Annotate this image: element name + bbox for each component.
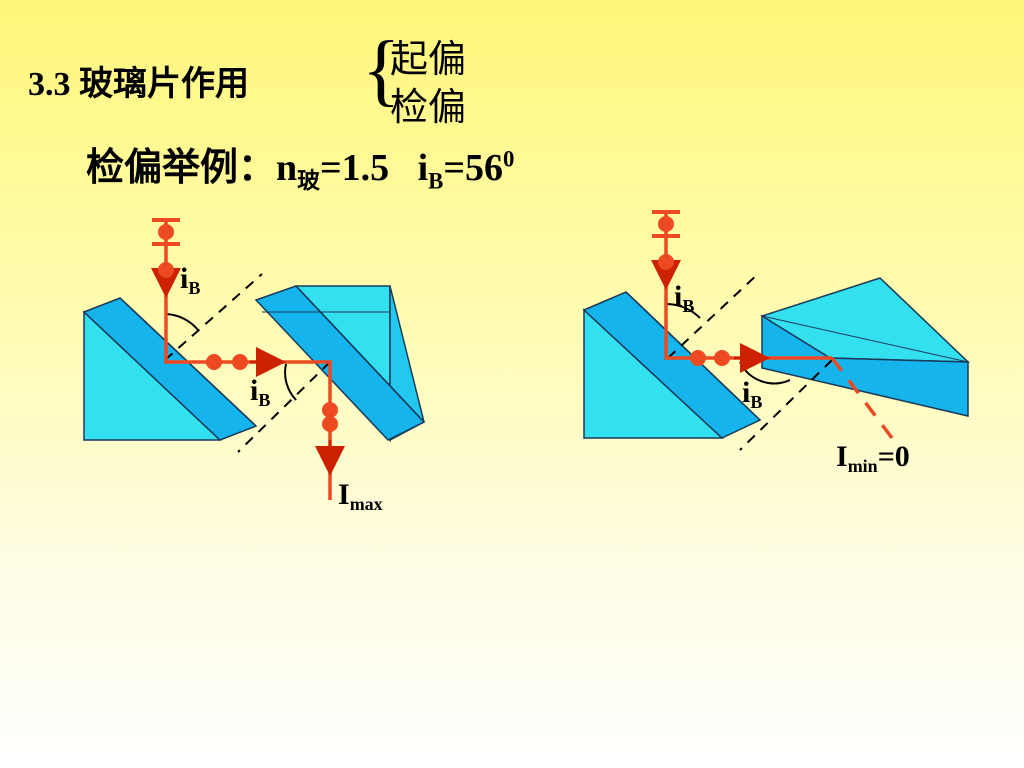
left-output-label: Imax xyxy=(338,478,383,514)
example-line: 检偏举例：n玻=1.5 iB=560 xyxy=(86,136,514,196)
ib-superscript: 0 xyxy=(503,146,515,172)
left-normal-top xyxy=(164,273,263,361)
left-angle-label-bottom: iB xyxy=(250,374,271,410)
right-polarizer-glass xyxy=(582,291,762,439)
section-number: 3.3 xyxy=(28,66,71,103)
right-polarization-marks xyxy=(652,210,730,366)
left-polarization-marks xyxy=(152,218,338,432)
left-diagram xyxy=(82,218,426,500)
left-angle-arc-bottom xyxy=(284,363,297,401)
section-title-text: 玻璃片作用 xyxy=(79,66,249,103)
right-normal-bottom xyxy=(739,359,833,451)
option-analyze: 检偏 xyxy=(390,87,467,129)
example-label: 检偏举例： xyxy=(86,147,277,189)
left-angle-arc-top xyxy=(165,313,199,331)
left-angle-label-top: iB xyxy=(180,262,201,298)
ib-symbol: i xyxy=(417,147,429,189)
ib-value: =56 xyxy=(443,147,504,189)
ib-subscript: B xyxy=(428,168,444,194)
left-analyzer-glass xyxy=(254,285,426,443)
left-normal-bottom xyxy=(237,361,331,453)
left-polarizer-glass xyxy=(82,297,258,441)
right-normal-top xyxy=(667,271,761,359)
option-polarize: 起偏 xyxy=(390,39,467,81)
n-value: =1.5 xyxy=(319,147,390,189)
right-angle-label-bottom: iB xyxy=(742,376,763,412)
right-analyzer-glass xyxy=(760,277,970,417)
options-brace: { xyxy=(362,26,401,114)
n-subscript: 玻 xyxy=(297,168,320,194)
right-angle-arc-top xyxy=(665,302,701,319)
section-title: 3.3 玻璃片作用 xyxy=(28,56,249,105)
right-output-label: Imin=0 xyxy=(836,440,910,476)
right-diagram xyxy=(582,210,970,451)
n-symbol: n xyxy=(276,147,298,189)
right-angle-label-top: iB xyxy=(674,280,695,316)
